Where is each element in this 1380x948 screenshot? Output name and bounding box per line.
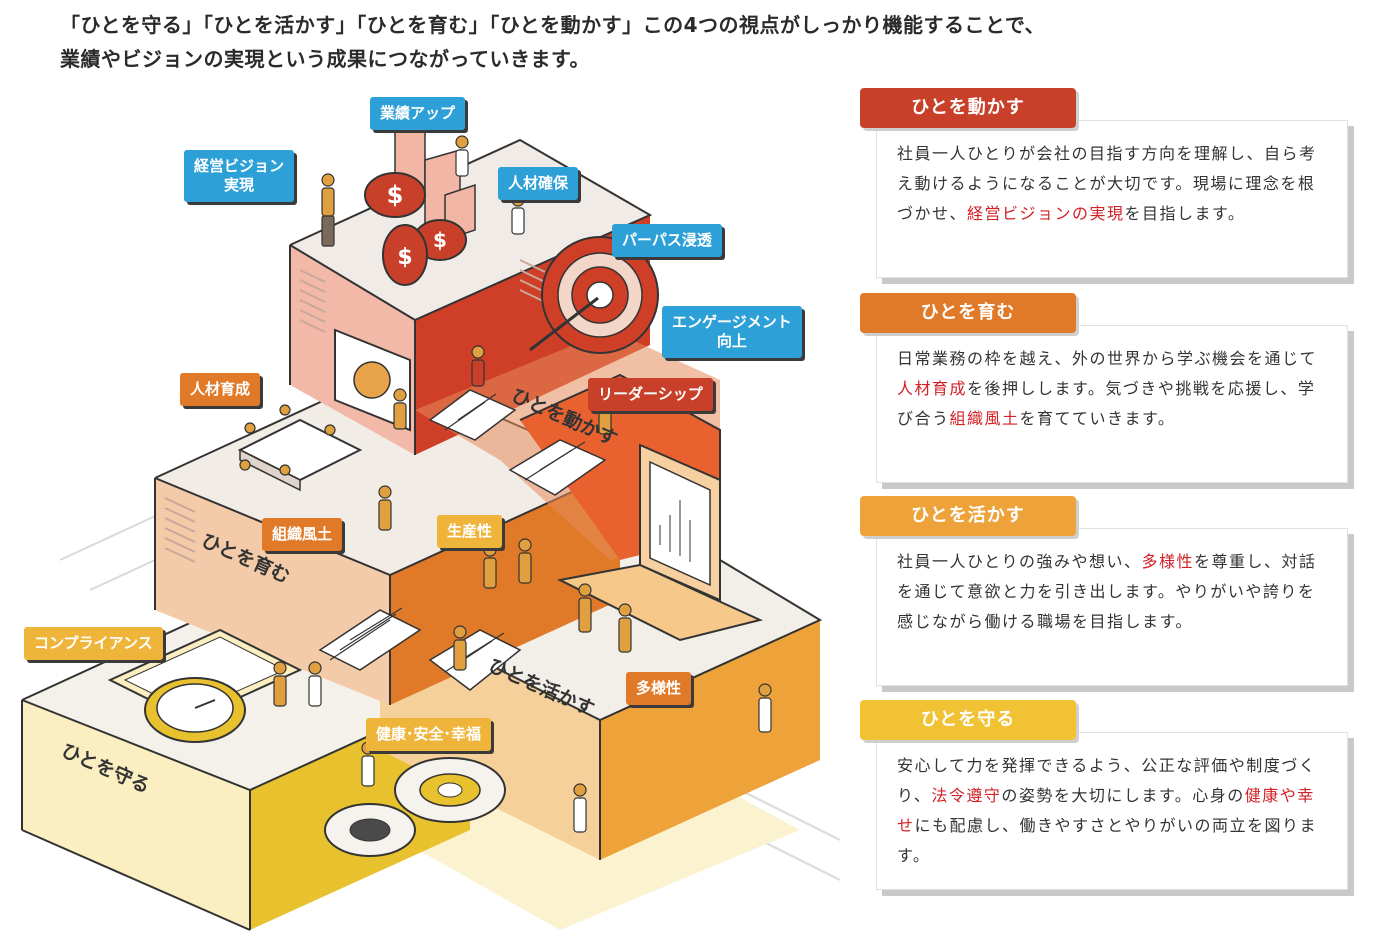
card-utilize-text: 社員一人ひとりの強みや想い、多様性を尊重し、対話を通じて意欲と力を引き出します。… — [897, 552, 1317, 631]
stairs — [318, 389, 607, 691]
card-grow-text: 日常業務の枠を越え、外の世界から学ぶ機会を通じて人材育成を後押しします。気づきや… — [897, 349, 1318, 428]
intro-line-2: 業績やビジョンの実現という成果につながっていきます。 — [60, 47, 590, 71]
card-protect-title: ひとを守る — [860, 700, 1076, 740]
label-leadership: リーダーシップ — [588, 378, 713, 411]
label-gyoseki-up: 業績アップ — [370, 97, 466, 130]
card-move-text: 社員一人ひとりが会社の目指す方向を理解し、自ら考え動けるようになることが大切です… — [897, 144, 1317, 223]
wall-stripes — [164, 259, 546, 563]
card-protect-text: 安心して力を発揮できるよう、公正な評価や制度づくり、法令遵守の姿勢を大切にします… — [897, 756, 1318, 865]
label-soshiki-fudo: 組織風土 — [262, 518, 343, 551]
svg-text:$: $ — [433, 228, 447, 252]
card-grow-body: 日常業務の枠を越え、外の世界から学ぶ機会を通じて人材育成を後押しします。気づきや… — [876, 325, 1348, 483]
highlight-jinzai-ikusei: 人材育成 — [897, 379, 968, 398]
highlight-tayosei: 多様性 — [1141, 552, 1195, 571]
label-engage-line1: エンゲージメント — [672, 313, 792, 331]
label-purpose: パーパス浸透 — [612, 224, 722, 257]
svg-text:$: $ — [397, 245, 412, 270]
card-move-body: 社員一人ひとりが会社の目指す方向を理解し、自ら考え動けるようになることが大切です… — [876, 120, 1348, 278]
stopwatch-icon — [144, 677, 246, 743]
card-utilize-title: ひとを活かす — [860, 496, 1076, 536]
label-keiei-line2: 実現 — [224, 176, 255, 194]
staircase-illustration: $ $ $ — [21, 118, 841, 931]
intro-text: 「ひとを守る」「ひとを活かす」「ひとを育む」「ひとを動かす」この4つの視点がしっ… — [60, 8, 1240, 76]
card-utilize: 社員一人ひとりの強みや想い、多様性を尊重し、対話を通じて意欲と力を引き出します。… — [860, 496, 1348, 686]
highlight-horei: 法令遵守 — [931, 786, 1002, 805]
label-compliance: コンプライアンス — [24, 627, 163, 660]
svg-text:$: $ — [387, 181, 404, 209]
label-engagement: エンゲージメント 向上 — [662, 306, 802, 358]
card-grow-title: ひとを育む — [860, 293, 1076, 333]
label-engage-line2: 向上 — [716, 332, 747, 350]
intro-line-1: 「ひとを守る」「ひとを活かす」「ひとを育む」「ひとを動かす」この4つの視点がしっ… — [60, 13, 1046, 37]
coin-icon: $ $ $ — [364, 172, 467, 286]
card-protect-body: 安心して力を発揮できるよう、公正な評価や制度づくり、法令遵守の姿勢を大切にします… — [876, 732, 1348, 890]
label-seisansei: 生産性 — [437, 515, 503, 548]
highlight-soshiki-fudo: 組織風土 — [949, 409, 1020, 428]
laptop-icon — [556, 443, 764, 642]
card-move: 社員一人ひとりが会社の目指す方向を理解し、自ら考え動けるようになることが大切です… — [860, 88, 1348, 278]
card-move-title: ひとを動かす — [860, 88, 1076, 128]
label-kenko: 健康･安全･幸福 — [366, 718, 492, 751]
card-utilize-body: 社員一人ひとりの強みや想い、多様性を尊重し、対話を通じて意欲と力を引き出します。… — [876, 528, 1348, 686]
highlight-kenko: 健康や幸せ — [897, 786, 1315, 835]
target-icon — [529, 236, 659, 354]
label-jinzai-ikusei: 人材育成 — [180, 373, 261, 406]
highlight-keiei-vision: 経営ビジョンの実現 — [967, 204, 1125, 223]
card-grow: 日常業務の枠を越え、外の世界から学ぶ機会を通じて人材育成を後押しします。気づきや… — [860, 293, 1348, 483]
label-keiei-line1: 経営ビジョン — [194, 157, 285, 175]
gear-icon — [324, 757, 506, 857]
label-jinzai-kakuho: 人材確保 — [498, 167, 579, 200]
stair-steps — [329, 393, 586, 673]
label-tayosei: 多様性 — [626, 672, 692, 705]
card-protect: 安心して力を発揮できるよう、公正な評価や制度づくり、法令遵守の姿勢を大切にします… — [860, 700, 1348, 890]
presentation-board-icon — [334, 328, 411, 432]
label-keiei-vision: 経営ビジョン 実現 — [184, 150, 295, 202]
